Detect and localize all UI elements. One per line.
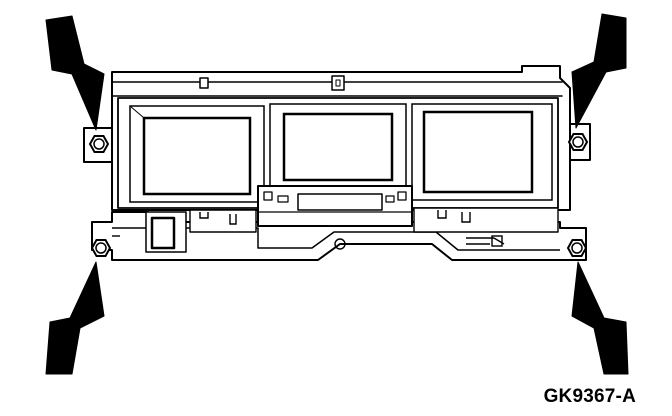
gauge-window-center (282, 112, 394, 182)
lower-panel-contour (112, 227, 560, 251)
connector-tab-right (385, 195, 395, 203)
connector-screw-left (263, 191, 273, 201)
gauge-window-left-bevel (129, 105, 145, 119)
gauge-window-right (422, 110, 534, 194)
pointer-arrows (45, 13, 629, 375)
clip-slot-center-left (229, 214, 237, 225)
connector-screw-right (397, 191, 407, 201)
left-lower-recess (189, 209, 257, 233)
locator-pin (334, 238, 346, 250)
top-clip-center-inner (335, 79, 341, 87)
gauge-window-left (142, 116, 252, 196)
indicator-module (150, 216, 176, 250)
arrow-icon (571, 13, 627, 129)
hex-bolt-icon (567, 133, 589, 151)
clip-slot-left (199, 212, 209, 219)
clip-slot-right-2 (461, 212, 471, 223)
hex-bolt-icon (566, 239, 588, 257)
panel-details (112, 210, 505, 250)
clip-slot-right-1 (437, 210, 447, 219)
top-clip-left (199, 77, 209, 89)
connector-tab-left (277, 195, 289, 203)
arrow-icon (45, 15, 105, 131)
right-lower-recess (413, 207, 559, 233)
center-connector-plate (297, 193, 383, 211)
figure-id-label: GK9367-A (543, 386, 636, 407)
arrow-icon (571, 261, 629, 375)
vent-tab (491, 235, 503, 247)
arrow-icon (45, 261, 105, 375)
hex-bolt-icon (88, 135, 110, 153)
hex-bolt-icon (90, 239, 112, 257)
gauge-windows (129, 103, 553, 203)
fasteners (88, 133, 589, 257)
